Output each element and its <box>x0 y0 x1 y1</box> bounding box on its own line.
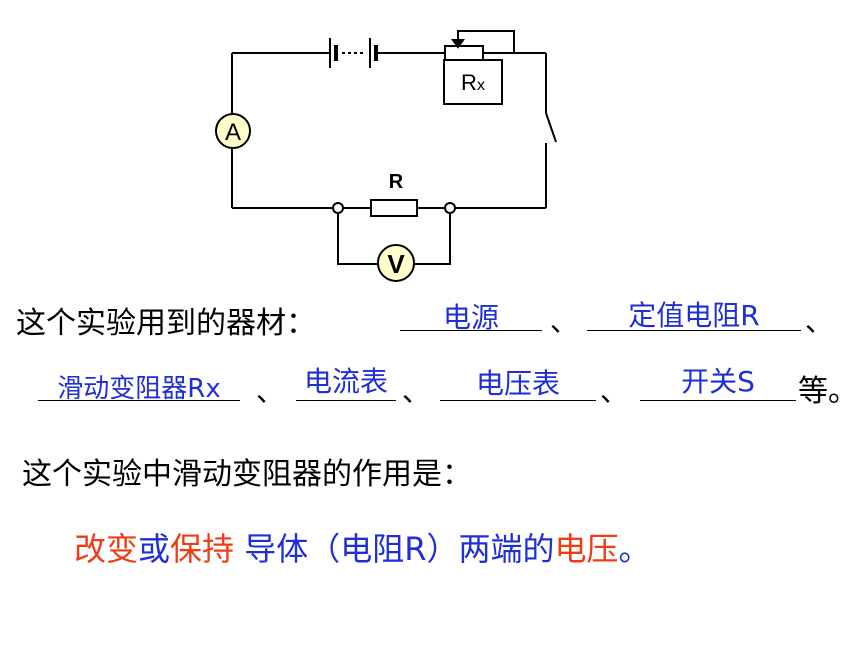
blank-2 <box>587 330 801 331</box>
junction-left <box>332 202 344 214</box>
blank-4 <box>296 400 396 401</box>
switch-icon <box>545 112 557 143</box>
answer-power-source: 电源 <box>442 301 499 334</box>
blank-6 <box>640 400 796 401</box>
answer-rheostat-role: 改变或保持 导体（电阻R）两端的电压。 <box>74 524 651 570</box>
answer-voltmeter: 电压表 <box>475 367 560 400</box>
answer-part-or: 或 <box>138 530 171 568</box>
voltmeter-icon <box>377 244 415 282</box>
rheostat-icon <box>443 30 515 105</box>
junction-right <box>444 202 456 214</box>
separator-4: 、 <box>402 375 431 408</box>
separator-5: 、 <box>600 375 629 408</box>
answer-part-conductor: 导体（电阻R）两端的 <box>244 530 555 568</box>
battery-icon <box>329 38 378 68</box>
ammeter-label: A <box>225 119 241 146</box>
question-rheostat-role: 这个实验中滑动变阻器的作用是： <box>22 457 472 492</box>
answer-part-voltage: 电压 <box>554 530 619 568</box>
answer-ammeter: 电流表 <box>303 365 388 398</box>
answer-switch: 开关S <box>681 365 755 398</box>
rheostat-label: Rx <box>461 70 485 95</box>
blank-5 <box>440 400 596 401</box>
equipment-ending: 等。 <box>798 374 858 409</box>
resistor-label: R <box>389 171 404 193</box>
answer-part-keep: 保持 <box>170 530 235 568</box>
question-equipment: 这个实验用到的器材： <box>16 306 316 341</box>
blank-1 <box>400 330 542 331</box>
answer-part-change: 改变 <box>74 530 139 568</box>
answer-rheostat: 滑动变阻器Rx <box>57 374 221 404</box>
separator-2: 、 <box>805 305 834 338</box>
answer-fixed-resistor: 定值电阻R <box>628 299 760 332</box>
ammeter-icon <box>215 113 251 149</box>
voltmeter-label: V <box>387 249 405 279</box>
answer-part-period: 。 <box>618 530 651 568</box>
separator-1: 、 <box>550 305 579 338</box>
circuit-diagram: Rx A R V <box>215 30 557 282</box>
separator-3: 、 <box>256 375 285 408</box>
blank-3 <box>38 400 240 401</box>
resistor-icon <box>370 199 418 217</box>
